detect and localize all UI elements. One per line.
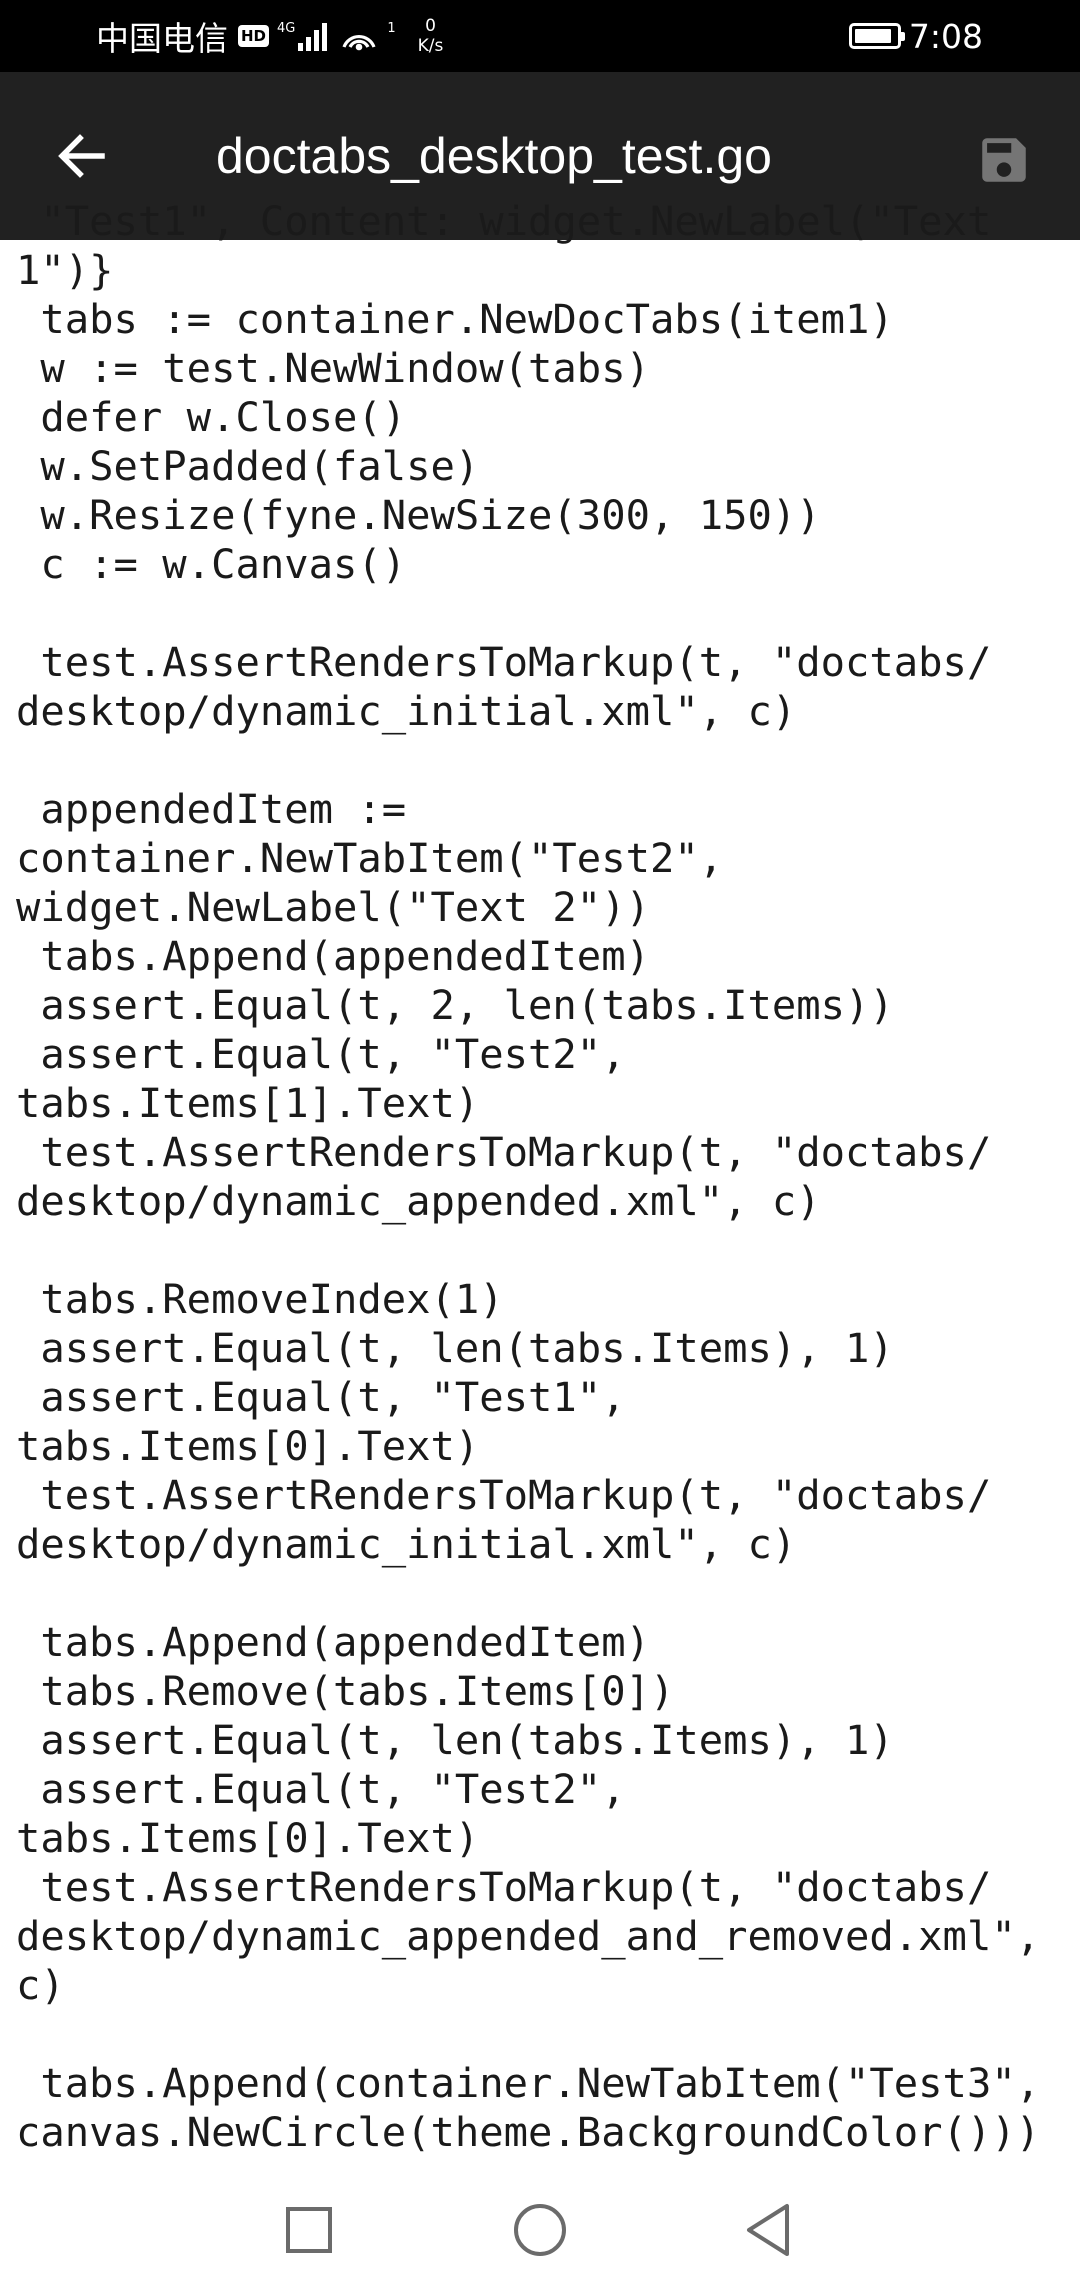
code-line [16, 589, 1076, 638]
arrow-back-icon [58, 134, 105, 178]
code-line: test.AssertRendersToMarkup(t, "doctabs/ [16, 1128, 992, 1176]
code-line: tabs := container.NewDocTabs(item1) [16, 295, 894, 343]
code-line: test.AssertRendersToMarkup(t, "doctabs/ [16, 1863, 992, 1911]
code-line: tabs.Remove(tabs.Items[0]) [16, 1667, 675, 1715]
code-line: tabs.Append(container.NewTabItem("Test3"… [16, 2059, 1041, 2107]
wifi-hotspot-icon [342, 34, 376, 51]
save-icon [982, 138, 1026, 182]
clock-time: 7:08 [908, 16, 983, 56]
code-line: test.AssertRendersToMarkup(t, "doctabs/ [16, 1471, 992, 1519]
save-button[interactable] [966, 122, 1042, 198]
battery-level-fill [854, 29, 891, 43]
code-line: canvas.NewCircle(theme.BackgroundColor()… [16, 2108, 1041, 2156]
code-line: 1")} [16, 246, 114, 294]
code-line: defer w.Close() [16, 393, 407, 441]
code-line: "Test1", Content: widget.NewLabel("Text [16, 197, 992, 245]
app-bar: doctabs_desktop_test.go [0, 72, 1080, 240]
triangle-back-icon [747, 2204, 789, 2256]
code-line: assert.Equal(t, "Test2", [16, 1030, 626, 1078]
code-line: assert.Equal(t, len(tabs.Items), 1) [16, 1716, 894, 1764]
code-line: w.Resize(fyne.NewSize(300, 150)) [16, 491, 821, 539]
code-line: w := test.NewWindow(tabs) [16, 344, 650, 392]
recents-button[interactable] [274, 2195, 344, 2265]
code-line: w.SetPadded(false) [16, 442, 480, 490]
code-line: c := w.Canvas() [16, 540, 407, 588]
code-line: appendedItem := [16, 785, 407, 833]
code-line: tabs.Items[0].Text) [16, 1422, 480, 1470]
code-line: desktop/dynamic_initial.xml", c) [16, 1520, 797, 1568]
square-icon [286, 2207, 332, 2253]
code-line: test.AssertRendersToMarkup(t, "doctabs/ [16, 638, 992, 686]
file-title: doctabs_desktop_test.go [216, 128, 772, 184]
back-button[interactable] [44, 118, 120, 194]
home-button[interactable] [505, 2195, 575, 2265]
speed-unit: K/s [417, 36, 444, 56]
code-line: desktop/dynamic_appended_and_removed.xml… [16, 1912, 1041, 1960]
code-line: tabs.Items[0].Text) [16, 1814, 480, 1862]
network-type: 4G [277, 20, 296, 36]
cellular-signal-icon [298, 23, 328, 51]
code-line [16, 1226, 1076, 1275]
code-line: tabs.Append(appendedItem) [16, 1618, 650, 1666]
code-line: desktop/dynamic_appended.xml", c) [16, 1177, 821, 1225]
carrier-name: 中国电信 [96, 19, 228, 58]
signal-indicator: 4G [277, 21, 331, 51]
code-line: tabs.RemoveIndex(1) [16, 1275, 504, 1323]
status-left: 中国电信 HD 4G 1 0 K/s [96, 0, 443, 72]
navigation-bar [0, 2175, 1080, 2280]
code-line: assert.Equal(t, "Test2", [16, 1765, 626, 1813]
status-right: 7:08 [848, 0, 983, 72]
code-line [16, 2010, 1076, 2059]
status-bar: 中国电信 HD 4G 1 0 K/s 7:08 [0, 0, 1080, 72]
wifi-count: 1 [387, 20, 396, 36]
code-line: assert.Equal(t, "Test1", [16, 1373, 626, 1421]
speed-value: 0 [425, 16, 436, 36]
code-line: c) [16, 1961, 65, 2009]
code-line: tabs.Append(appendedItem) [16, 932, 650, 980]
code-line: assert.Equal(t, 2, len(tabs.Items)) [16, 981, 894, 1029]
nav-back-button[interactable] [734, 2195, 804, 2265]
code-line [16, 1569, 1076, 1618]
network-speed: 0 K/s [418, 16, 444, 56]
circle-icon [514, 2204, 566, 2256]
battery-icon [848, 23, 905, 49]
hd-badge: HD [238, 25, 270, 47]
code-line: assert.Equal(t, len(tabs.Items), 1) [16, 1324, 894, 1372]
code-line: container.NewTabItem("Test2", [16, 834, 724, 882]
code-line: desktop/dynamic_initial.xml", c) [16, 687, 797, 735]
code-line [16, 736, 1076, 785]
code-line: tabs.Items[1].Text) [16, 1079, 480, 1127]
code-line: widget.NewLabel("Text 2")) [16, 883, 650, 931]
